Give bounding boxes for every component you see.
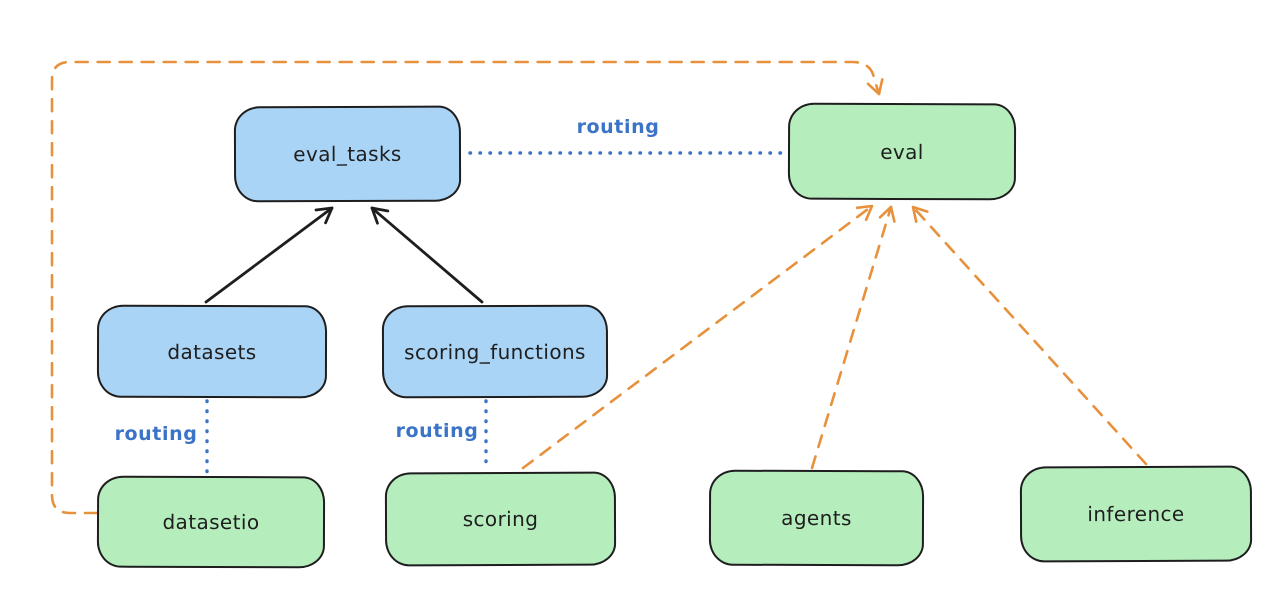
edge-scoring-functions-to-eval-tasks [370, 206, 484, 304]
node-eval-label: eval [880, 139, 924, 164]
node-scoring-functions: scoring_functions [381, 304, 609, 399]
edge-datasetio-to-eval [50, 60, 884, 515]
node-agents-label: agents [781, 505, 852, 531]
edge-agents-to-eval [810, 205, 896, 470]
node-scoring-label: scoring [462, 506, 539, 532]
node-eval-tasks: eval_tasks [233, 105, 462, 203]
node-eval: eval [787, 102, 1017, 201]
node-datasetio-label: datasetio [162, 509, 260, 535]
edge-datasets-to-eval-tasks [204, 206, 334, 304]
routing-label-scoring-functions-scoring: routing [395, 420, 479, 442]
node-eval-tasks-label: eval_tasks [293, 141, 402, 167]
node-inference-label: inference [1087, 501, 1185, 527]
node-datasets: datasets [96, 304, 328, 399]
node-inference: inference [1019, 465, 1253, 563]
node-scoring-functions-label: scoring_functions [404, 339, 586, 364]
routing-label-datasets-datasetio: routing [114, 423, 198, 445]
node-agents: agents [708, 469, 925, 567]
routing-label-eval-tasks-eval: routing [576, 116, 660, 138]
node-datasets-label: datasets [167, 339, 257, 364]
edge-inference-to-eval [911, 205, 1148, 466]
node-scoring: scoring [384, 471, 617, 567]
edge-scoring-to-eval [521, 204, 874, 470]
node-datasetio: datasetio [96, 475, 326, 569]
